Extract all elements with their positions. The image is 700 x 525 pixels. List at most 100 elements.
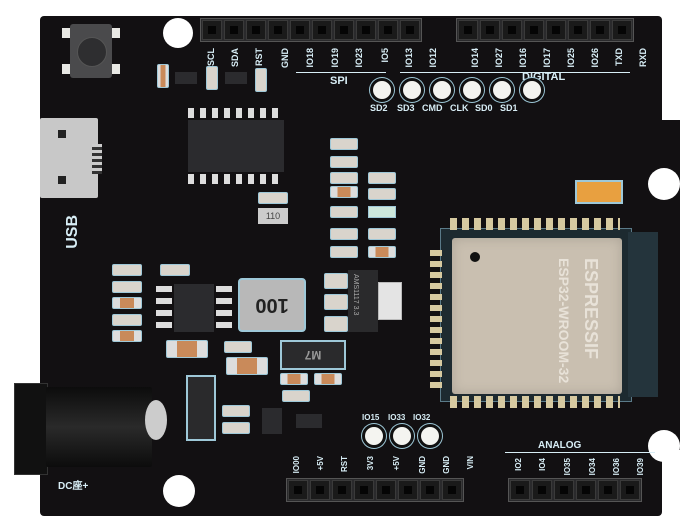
pin-label: RST <box>254 48 264 66</box>
header-pin[interactable] <box>332 480 352 500</box>
reset-button[interactable] <box>62 22 120 80</box>
pcb-antenna <box>628 232 658 397</box>
header-pin[interactable] <box>376 480 396 500</box>
analog-label: ANALOG <box>538 440 582 451</box>
pin-label: GND <box>442 456 451 474</box>
gpio-pad[interactable] <box>390 424 414 448</box>
pin-label: +5V <box>392 456 401 471</box>
sd-pad[interactable] <box>370 78 394 102</box>
header-pin[interactable] <box>420 480 440 500</box>
pin-label: IO12 <box>428 48 438 68</box>
regulator-tab <box>378 282 402 320</box>
resistor <box>224 341 252 353</box>
capacitor <box>112 330 142 342</box>
pin-label: IO39 <box>636 458 645 476</box>
header-pin[interactable] <box>312 20 332 40</box>
sd-pad[interactable] <box>400 78 424 102</box>
transistor <box>262 408 282 434</box>
micro-usb-port[interactable] <box>40 118 102 198</box>
sd-pad-row <box>370 78 544 102</box>
module-brand: ESPRESSIF <box>581 258 601 360</box>
gpio-pad[interactable] <box>418 424 442 448</box>
header-pin[interactable] <box>246 20 266 40</box>
sd-pad[interactable] <box>490 78 514 102</box>
header-pin[interactable] <box>224 20 244 40</box>
diode: M7 <box>280 340 346 370</box>
header-pin[interactable] <box>202 20 222 40</box>
resistor <box>258 192 288 204</box>
top-header-right <box>456 18 634 42</box>
resistor <box>282 390 310 402</box>
pin-label: IO36 <box>612 458 621 476</box>
header-pin[interactable] <box>480 20 500 40</box>
module-model: ESP32-WROOM-32 <box>556 258 572 384</box>
sd-pad[interactable] <box>460 78 484 102</box>
usb-serial-chip <box>188 108 284 186</box>
header-pin[interactable] <box>620 480 640 500</box>
header-pin[interactable] <box>576 480 596 500</box>
resistor <box>255 68 267 92</box>
header-pin[interactable] <box>568 20 588 40</box>
capacitor <box>324 294 348 310</box>
header-pin[interactable] <box>554 480 574 500</box>
header-pin[interactable] <box>532 480 552 500</box>
pin-label: IO35 <box>563 458 572 476</box>
pin1-dot <box>470 252 480 262</box>
pin-label: IO34 <box>588 458 597 476</box>
led <box>368 206 396 218</box>
sd-label: CLK <box>450 103 469 113</box>
capacitor <box>330 172 358 184</box>
resistor <box>368 228 396 240</box>
resistor <box>160 264 190 276</box>
resistor <box>330 228 358 240</box>
header-pin[interactable] <box>458 20 478 40</box>
header-pin[interactable] <box>354 480 374 500</box>
pin-label: IO4 <box>538 458 547 471</box>
header-pin[interactable] <box>356 20 376 40</box>
capacitor <box>324 273 348 289</box>
header-pin[interactable] <box>288 480 308 500</box>
header-pin[interactable] <box>612 20 632 40</box>
spi-line <box>296 72 386 73</box>
resistor <box>112 281 142 293</box>
sd-pad[interactable] <box>430 78 454 102</box>
pin-label: IO2 <box>514 458 523 471</box>
capacitor <box>112 297 142 309</box>
pin-label: IO27 <box>494 48 504 68</box>
pin-label: IO26 <box>590 48 600 68</box>
sd-label: SD2 <box>370 103 388 113</box>
header-pin[interactable] <box>598 480 618 500</box>
header-pin[interactable] <box>502 20 522 40</box>
gpio-label: IO15 <box>362 413 380 422</box>
dc-power-jack[interactable] <box>46 387 152 467</box>
gpio-pad[interactable] <box>362 424 386 448</box>
module-castellations <box>450 396 620 408</box>
header-pin[interactable] <box>400 20 420 40</box>
header-pin[interactable] <box>546 20 566 40</box>
transistor <box>175 72 197 84</box>
mounting-hole <box>648 168 680 200</box>
module-castellations <box>430 250 442 390</box>
header-pin[interactable] <box>290 20 310 40</box>
resistor <box>280 373 308 385</box>
header-pin[interactable] <box>268 20 288 40</box>
diode-marking: M7 <box>304 348 322 362</box>
header-pin[interactable] <box>590 20 610 40</box>
header-pin[interactable] <box>442 480 462 500</box>
resistor <box>368 188 396 200</box>
header-pin[interactable] <box>524 20 544 40</box>
sd-pad[interactable] <box>520 78 544 102</box>
header-pin[interactable] <box>334 20 354 40</box>
inductor-marking: 100 <box>255 294 289 317</box>
capacitor <box>330 186 358 198</box>
pin-label: 3V3 <box>366 456 375 471</box>
header-pin[interactable] <box>310 480 330 500</box>
pin-label: IO16 <box>518 48 528 68</box>
header-pin[interactable] <box>398 480 418 500</box>
dc-jack-front <box>14 383 48 475</box>
tantalum-capacitor <box>575 180 623 204</box>
header-pin[interactable] <box>378 20 398 40</box>
mounting-hole <box>648 430 680 462</box>
header-pin[interactable] <box>510 480 530 500</box>
pin-label: RXD <box>638 48 648 68</box>
